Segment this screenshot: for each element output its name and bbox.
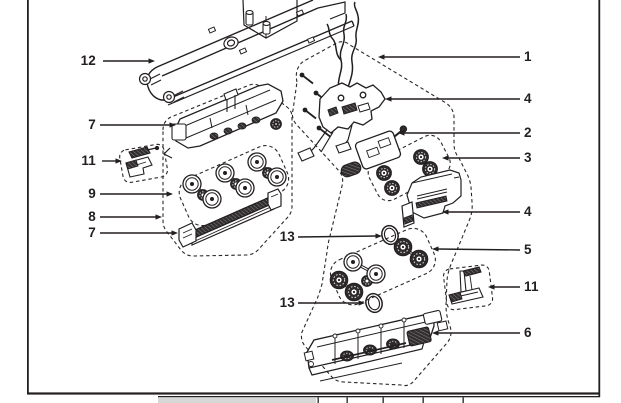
part-12-underframe [138, 0, 355, 106]
table-stub-column-separators [317, 397, 464, 403]
callout-5: 5 [524, 242, 532, 257]
part-4-wiring-bracket [297, 1, 386, 162]
part-5-wheelsets [329, 237, 429, 302]
part-11-right-bracket [448, 266, 484, 305]
part-9-wheelsets [182, 152, 287, 209]
callout-1: 1 [524, 49, 532, 64]
callout-4-upper: 4 [524, 91, 532, 106]
leader-5 [436, 248, 521, 251]
group-outline-bracket-11-left [119, 143, 169, 184]
leader-lines [100, 56, 521, 334]
motor-wires [326, 1, 360, 95]
callout-11-right: 11 [524, 279, 539, 294]
part-6-chassis [303, 309, 449, 382]
group-outline-right [291, 41, 473, 387]
callout-8: 8 [88, 209, 96, 224]
buffers [138, 72, 185, 104]
part-11-left-brackets [125, 145, 160, 178]
body-pegs [245, 9, 271, 35]
page-frame [27, 0, 601, 397]
part-2-motor [340, 125, 408, 178]
table-stub-gray-cell [158, 397, 316, 403]
callout-9: 9 [88, 186, 96, 201]
leader-arrowheads [115, 54, 495, 336]
part-7-end-cap [178, 222, 197, 248]
body-boss [223, 36, 239, 50]
callout-3: 3 [524, 150, 532, 165]
callout-11-left: 11 [81, 153, 96, 168]
part-4-lower-bracket [401, 169, 462, 228]
part-13-oring-upper [381, 224, 399, 246]
callout-13-upper: 13 [279, 229, 295, 244]
part-13-oring-lower [365, 292, 383, 314]
callout-6: 6 [524, 325, 532, 340]
part-7-gearbox-top [162, 83, 284, 159]
parts-table-stub [158, 396, 600, 403]
callout-7-upper: 7 [88, 117, 96, 132]
callout-12: 12 [80, 53, 96, 68]
group-outline-bracket-11-right [442, 264, 494, 311]
callout-2: 2 [524, 125, 532, 140]
callout-7-lower: 7 [88, 225, 96, 240]
group-outline-left [162, 83, 293, 257]
callout-4-lower: 4 [524, 204, 532, 219]
leader-13-upper [297, 235, 378, 238]
callout-13-lower: 13 [279, 295, 295, 310]
